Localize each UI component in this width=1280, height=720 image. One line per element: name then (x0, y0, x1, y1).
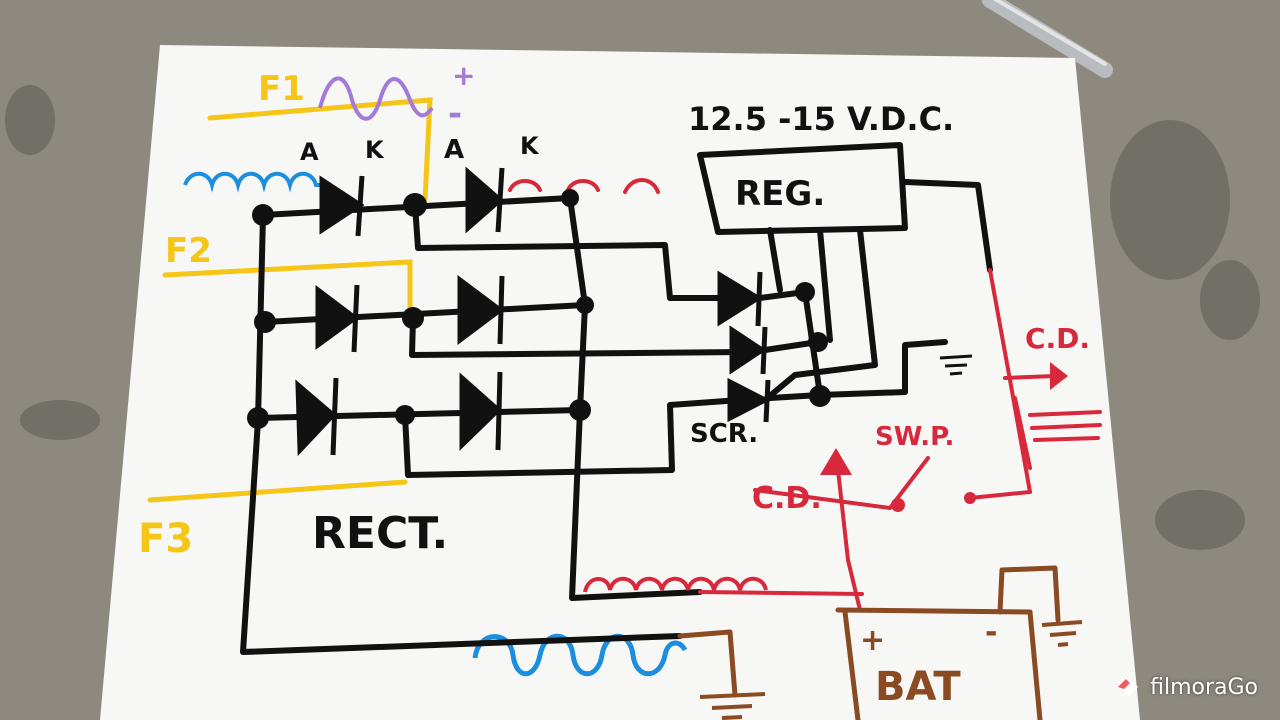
diode-2 (465, 166, 505, 234)
ground-symbol-bottom (699, 692, 766, 720)
label-bat-plus: + (860, 623, 885, 658)
diode-4 (457, 275, 505, 345)
metal-rod (982, 0, 1113, 78)
scr-3 (727, 377, 771, 423)
watermark-text: filmoraGo (1150, 674, 1258, 700)
switch-pivot (891, 498, 905, 512)
label-reg: REG. (735, 174, 825, 214)
brown-battery-wiring (677, 565, 1061, 720)
label-scr: SCR. (690, 419, 758, 449)
label-voltage: 12.5 -15 V.D.C. (688, 100, 954, 138)
scr-1 (717, 270, 763, 327)
label-f2: F2 (165, 231, 212, 271)
label-anode-2: A (444, 135, 464, 165)
label-rect: RECT. (312, 508, 448, 559)
arrow-right-cd (1050, 362, 1068, 390)
ground-symbol-scr (939, 354, 973, 376)
diode-5 (295, 377, 339, 457)
label-swp: SW.P. (875, 422, 954, 452)
red-circuit (698, 268, 1102, 612)
yellow-lines (147, 97, 433, 503)
arrow-up-cd (820, 448, 852, 475)
red-arcs (508, 178, 660, 194)
diode-1 (319, 175, 365, 237)
diodes (295, 166, 771, 457)
label-f1: F1 (258, 69, 305, 109)
scr-2 (729, 325, 768, 375)
diode-6 (459, 371, 503, 451)
blue-coil-bottom (472, 633, 688, 677)
junction-dots (247, 189, 831, 429)
label-minus-top: - (448, 94, 462, 134)
label-anode-1: A (300, 138, 319, 166)
diode-3 (315, 284, 360, 353)
label-cathode-1: K (365, 136, 385, 164)
red-coil (583, 576, 768, 593)
ground-symbol-battery (1041, 620, 1083, 647)
filmora-logo-icon (1118, 678, 1139, 696)
watermark: filmoraGo (1116, 674, 1258, 700)
label-cd-left: C.D. (752, 481, 822, 516)
label-bat-minus: - (985, 615, 997, 650)
blue-coil-top (183, 171, 322, 193)
label-f3: F3 (138, 516, 193, 562)
label-plus-top: + (452, 59, 475, 92)
label-cd-right: C.D. (1025, 322, 1090, 355)
label-cathode-2: K (520, 132, 540, 160)
floor-stains (5, 85, 1260, 550)
purple-wave (318, 76, 434, 121)
cd-terminal-dot (964, 492, 976, 504)
label-bat: BAT (875, 664, 961, 710)
